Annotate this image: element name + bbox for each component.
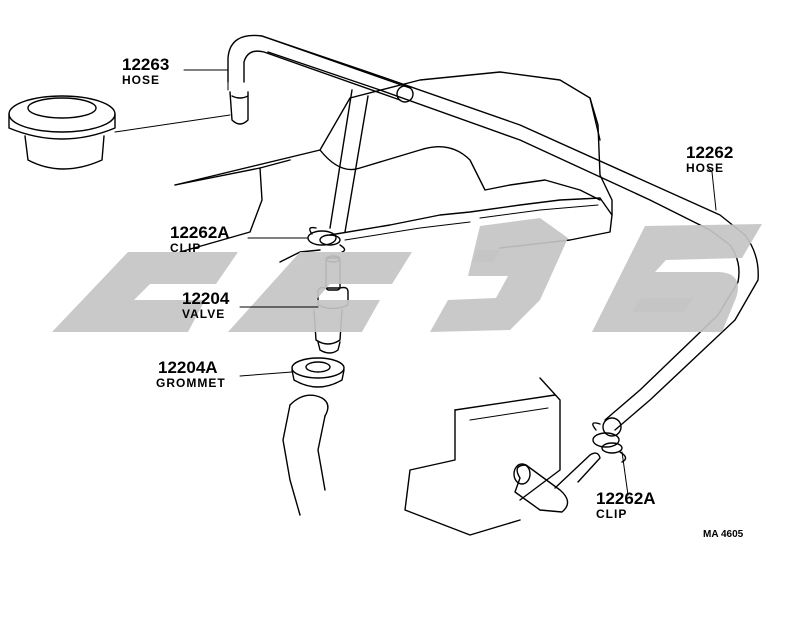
- grommet-drawing: [291, 357, 345, 388]
- hose-12263-drawing: [229, 91, 249, 125]
- label-clip-upper: 12262A CLIP: [170, 223, 230, 255]
- lower-hose-drawing: [282, 394, 329, 516]
- label-hose-12263: 12263 HOSE: [122, 55, 169, 87]
- part-name: HOSE: [686, 161, 724, 175]
- valve-cover: [174, 71, 613, 536]
- part-name: CLIP: [596, 507, 627, 521]
- part-name: GROMMET: [156, 376, 226, 390]
- part-number: 12262A: [596, 489, 656, 508]
- label-hose-12262: 12262 HOSE: [686, 143, 733, 175]
- elbow-fitting: [513, 452, 601, 513]
- part-number: 12204: [182, 289, 230, 308]
- part-number: 12262A: [170, 223, 230, 242]
- part-name: VALVE: [182, 307, 225, 321]
- leader-lines: [183, 69, 717, 496]
- part-number: 12263: [122, 55, 169, 74]
- part-number: 12204A: [158, 358, 218, 377]
- part-name: CLIP: [170, 241, 201, 255]
- label-clip-lower: 12262A CLIP: [596, 489, 656, 521]
- reference-code: MA 4605: [703, 529, 744, 540]
- hose-12262-drawing: [227, 34, 759, 437]
- label-valve: 12204 VALVE: [182, 289, 230, 321]
- watermark-logo: [52, 218, 762, 332]
- part-name: HOSE: [122, 73, 160, 87]
- part-number: 12262: [686, 143, 733, 162]
- label-grommet: 12204A GROMMET: [156, 358, 226, 390]
- clip-upper-drawing: [307, 226, 346, 253]
- oil-filler-cap: [8, 95, 231, 170]
